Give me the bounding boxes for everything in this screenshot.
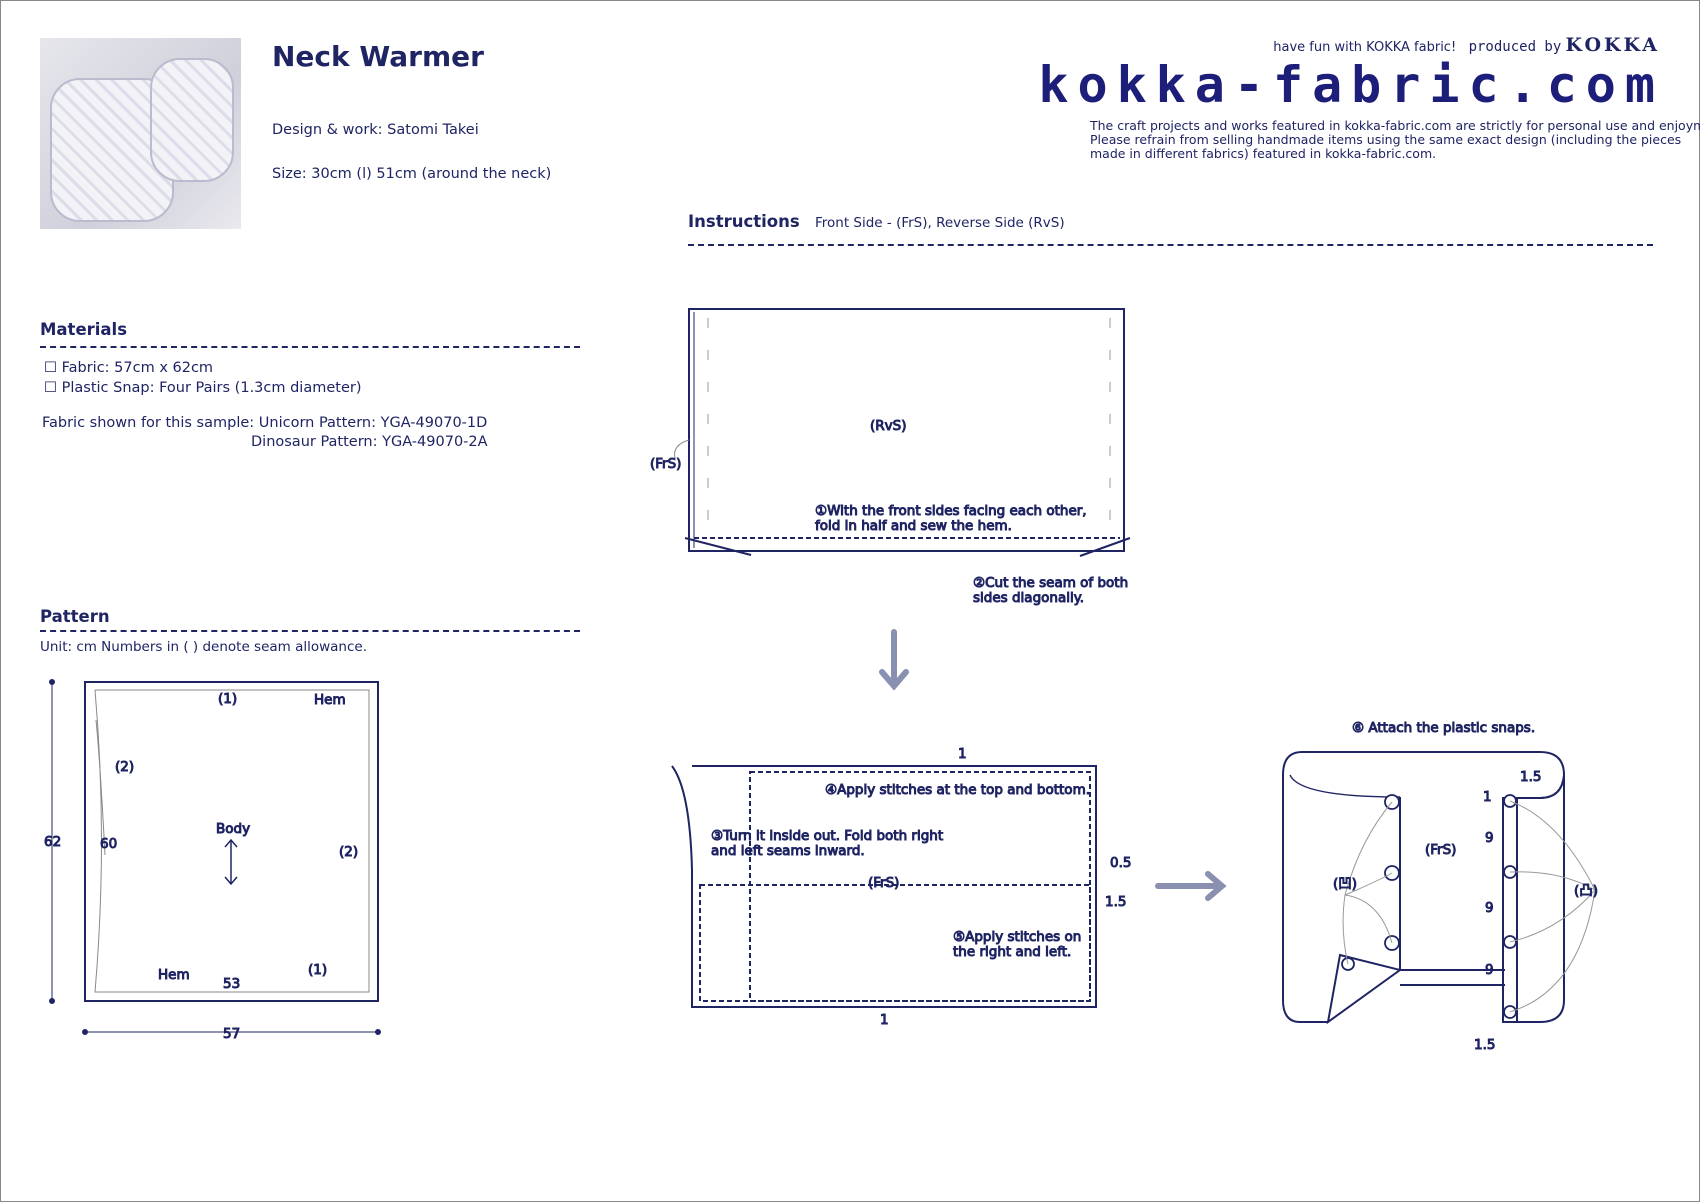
step6-diagram: ⑥ Attach the plastic snaps. (FrS) (凹) (凸… [1282, 720, 1599, 1054]
materials-heading: Materials [40, 320, 128, 339]
label-width-57: 57 [223, 1026, 240, 1042]
step1-text: ①With the front sides facing each other, [815, 503, 1087, 519]
label-female-snap: (凹) [1333, 876, 1357, 892]
fabric-sample-1: Fabric shown for this sample: Unicorn Pa… [42, 415, 488, 431]
label-hem-top: Hem [314, 692, 346, 708]
label-height-60: 60 [100, 836, 117, 852]
label-frs: (FrS) [868, 875, 899, 891]
disclaimer-line: made in different fabrics) featured in k… [1090, 146, 1437, 161]
label-seam-right: (2) [339, 844, 358, 860]
instructions-header: Instructions Front Side - (FrS), Reverse… [688, 212, 1065, 231]
tagline: have fun with KOKKA fabric! [1273, 40, 1457, 55]
label-seam-top: (1) [218, 691, 237, 707]
step5-text: the right and left. [953, 944, 1071, 960]
pattern-diagram: Hem Hem (1) (1) (2) (2) Body 62 60 53 57 [44, 679, 381, 1043]
label-dim-1-5: 1.5 [1474, 1037, 1495, 1053]
divider [40, 346, 580, 348]
size-info: Size: 30cm (l) 51cm (around the neck) [272, 166, 552, 182]
pattern-unit-note: Unit: cm Numbers in ( ) denote seam allo… [40, 639, 368, 655]
design-credit: Design & work: Satomi Takei [272, 122, 479, 138]
label-dim-9: 9 [1485, 962, 1494, 978]
step6-text: ⑥ Attach the plastic snaps. [1352, 720, 1535, 736]
materials-item: ☐ Fabric: 57cm x 62cm [44, 360, 214, 376]
divider [40, 630, 580, 632]
label-dim-9: 9 [1485, 900, 1494, 916]
step5-text: ⑤Apply stitches on [953, 929, 1081, 945]
product-photo [40, 38, 241, 229]
neck-warmer-image-back [150, 58, 234, 182]
step2-text: ②Cut the seam of both [973, 575, 1128, 591]
step4-text: ④Apply stitches at the top and bottom. [825, 782, 1090, 798]
label-dim-1: 1 [958, 746, 967, 762]
produced-by: produced by [1468, 39, 1562, 55]
label-dim-1: 1 [880, 1012, 889, 1028]
divider [688, 244, 1653, 246]
label-frs: (FrS) [650, 456, 681, 472]
arrow-right-icon [1155, 871, 1227, 901]
label-dim-1-5: 1.5 [1105, 894, 1126, 910]
brand-name: KOKKA [1565, 34, 1660, 56]
label-seam-bottom: (1) [308, 962, 327, 978]
label-height-62: 62 [44, 834, 61, 850]
arrow-down-icon [879, 629, 909, 691]
materials-item: ☐ Plastic Snap: Four Pairs (1.3cm diamet… [44, 380, 362, 396]
step1-text: fold in half and sew the hem. [815, 518, 1012, 534]
label-dim-0-5: 0.5 [1110, 855, 1131, 871]
materials-list: ☐ Fabric: 57cm x 62cm ☐ Plastic Snap: Fo… [44, 358, 362, 398]
instructions-legend: Front Side - (FrS), Reverse Side (RvS) [814, 215, 1065, 231]
label-body: Body [216, 821, 250, 837]
label-dim-9: 9 [1485, 830, 1494, 846]
instructions-heading: Instructions [688, 212, 800, 231]
site-logo: kokka-fabric.com [1038, 56, 1664, 114]
fabric-sample-2: Dinosaur Pattern: YGA-49070-2A [251, 434, 488, 450]
pattern-heading: Pattern [40, 607, 110, 626]
step2-text: sides diagonally. [973, 590, 1084, 606]
label-seam-left: (2) [115, 759, 134, 775]
label-dim-1: 1 [1483, 789, 1492, 805]
step1-diagram: (RvS) (FrS) ①With the front sides facing… [650, 308, 1131, 607]
step3-text: and left seams inward. [711, 843, 865, 859]
label-width-53: 53 [223, 976, 240, 992]
label-rvs: (RvS) [870, 418, 906, 434]
label-male-snap: (凸) [1574, 883, 1598, 899]
disclaimer-line: The craft projects and works featured in… [1090, 118, 1700, 133]
disclaimer-line: Please refrain from selling handmade ite… [1090, 132, 1682, 147]
disclaimer: The craft projects and works featured in… [1090, 119, 1700, 161]
label-frs: (FrS) [1425, 842, 1456, 858]
step3-text: ③Turn it inside out. Fold both right [711, 828, 943, 844]
step2-diagram: ④Apply stitches at the top and bottom. ③… [671, 746, 1132, 1029]
label-dim-1-5: 1.5 [1520, 769, 1541, 785]
page-title: Neck Warmer [272, 40, 484, 73]
brand-line: have fun with KOKKA fabric! produced by … [1273, 34, 1660, 56]
label-hem-bottom: Hem [158, 967, 190, 983]
